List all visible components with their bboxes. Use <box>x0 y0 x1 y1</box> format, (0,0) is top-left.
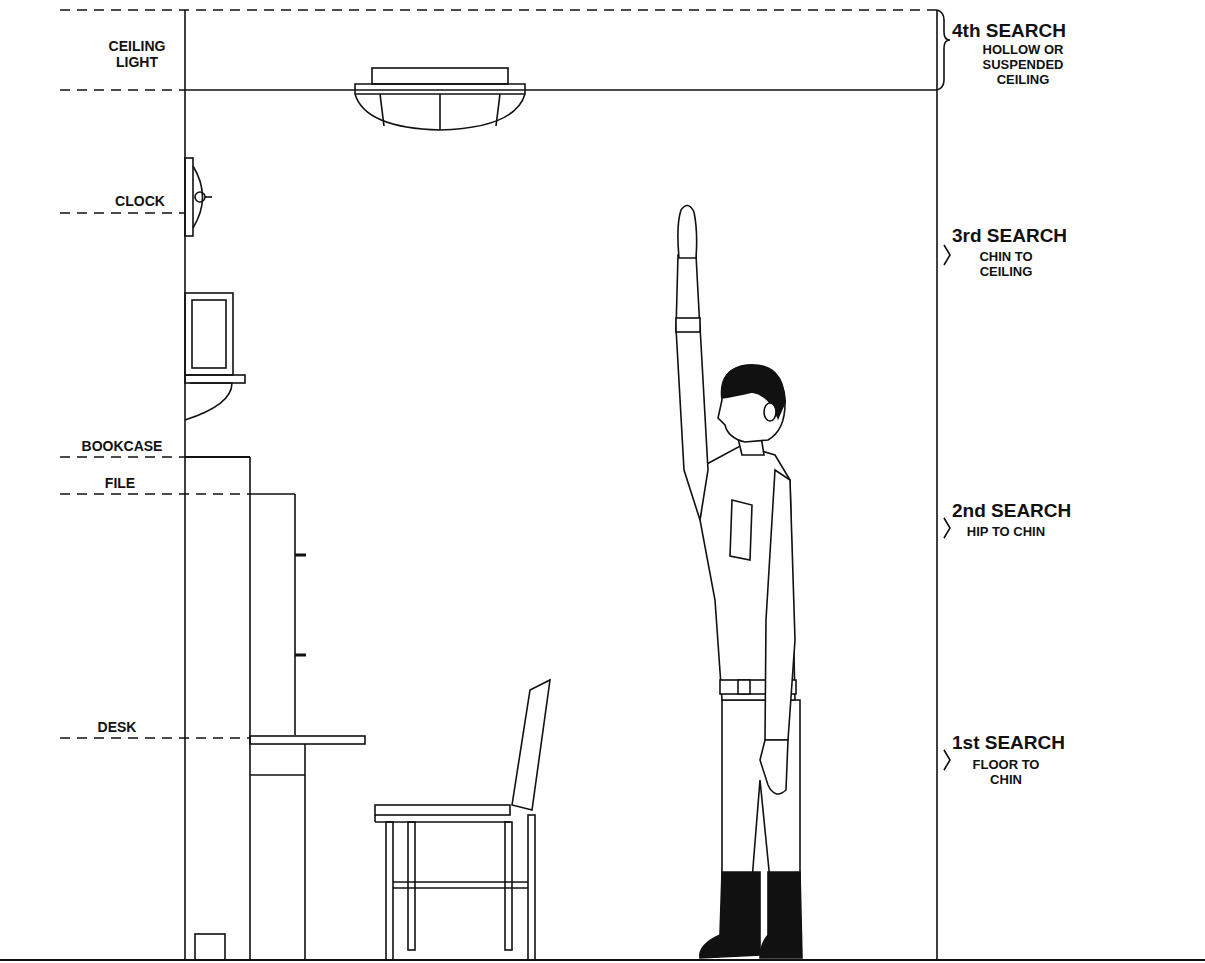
part-label: FILE <box>90 475 150 491</box>
search-brace <box>937 10 950 770</box>
soldier-figure <box>676 205 802 958</box>
search-range: FLOOR TO CHIN <box>966 758 1046 788</box>
part-label: CEILING LIGHT <box>92 38 182 70</box>
search-heading: 1st SEARCH <box>952 732 1112 754</box>
search-range: HIP TO CHIN <box>966 525 1046 540</box>
part-label: BOOKCASE <box>62 438 182 454</box>
search-heading: 2nd SEARCH <box>952 500 1112 522</box>
search-heading: 4th SEARCH <box>952 20 1112 42</box>
part-label: CLOCK <box>100 193 180 209</box>
search-heading: 3rd SEARCH <box>952 225 1112 247</box>
search-range: HOLLOW OR SUSPENDED CEILING <box>968 43 1078 88</box>
part-label: DESK <box>82 719 152 735</box>
search-range: CHIN TO CEILING <box>966 250 1046 280</box>
